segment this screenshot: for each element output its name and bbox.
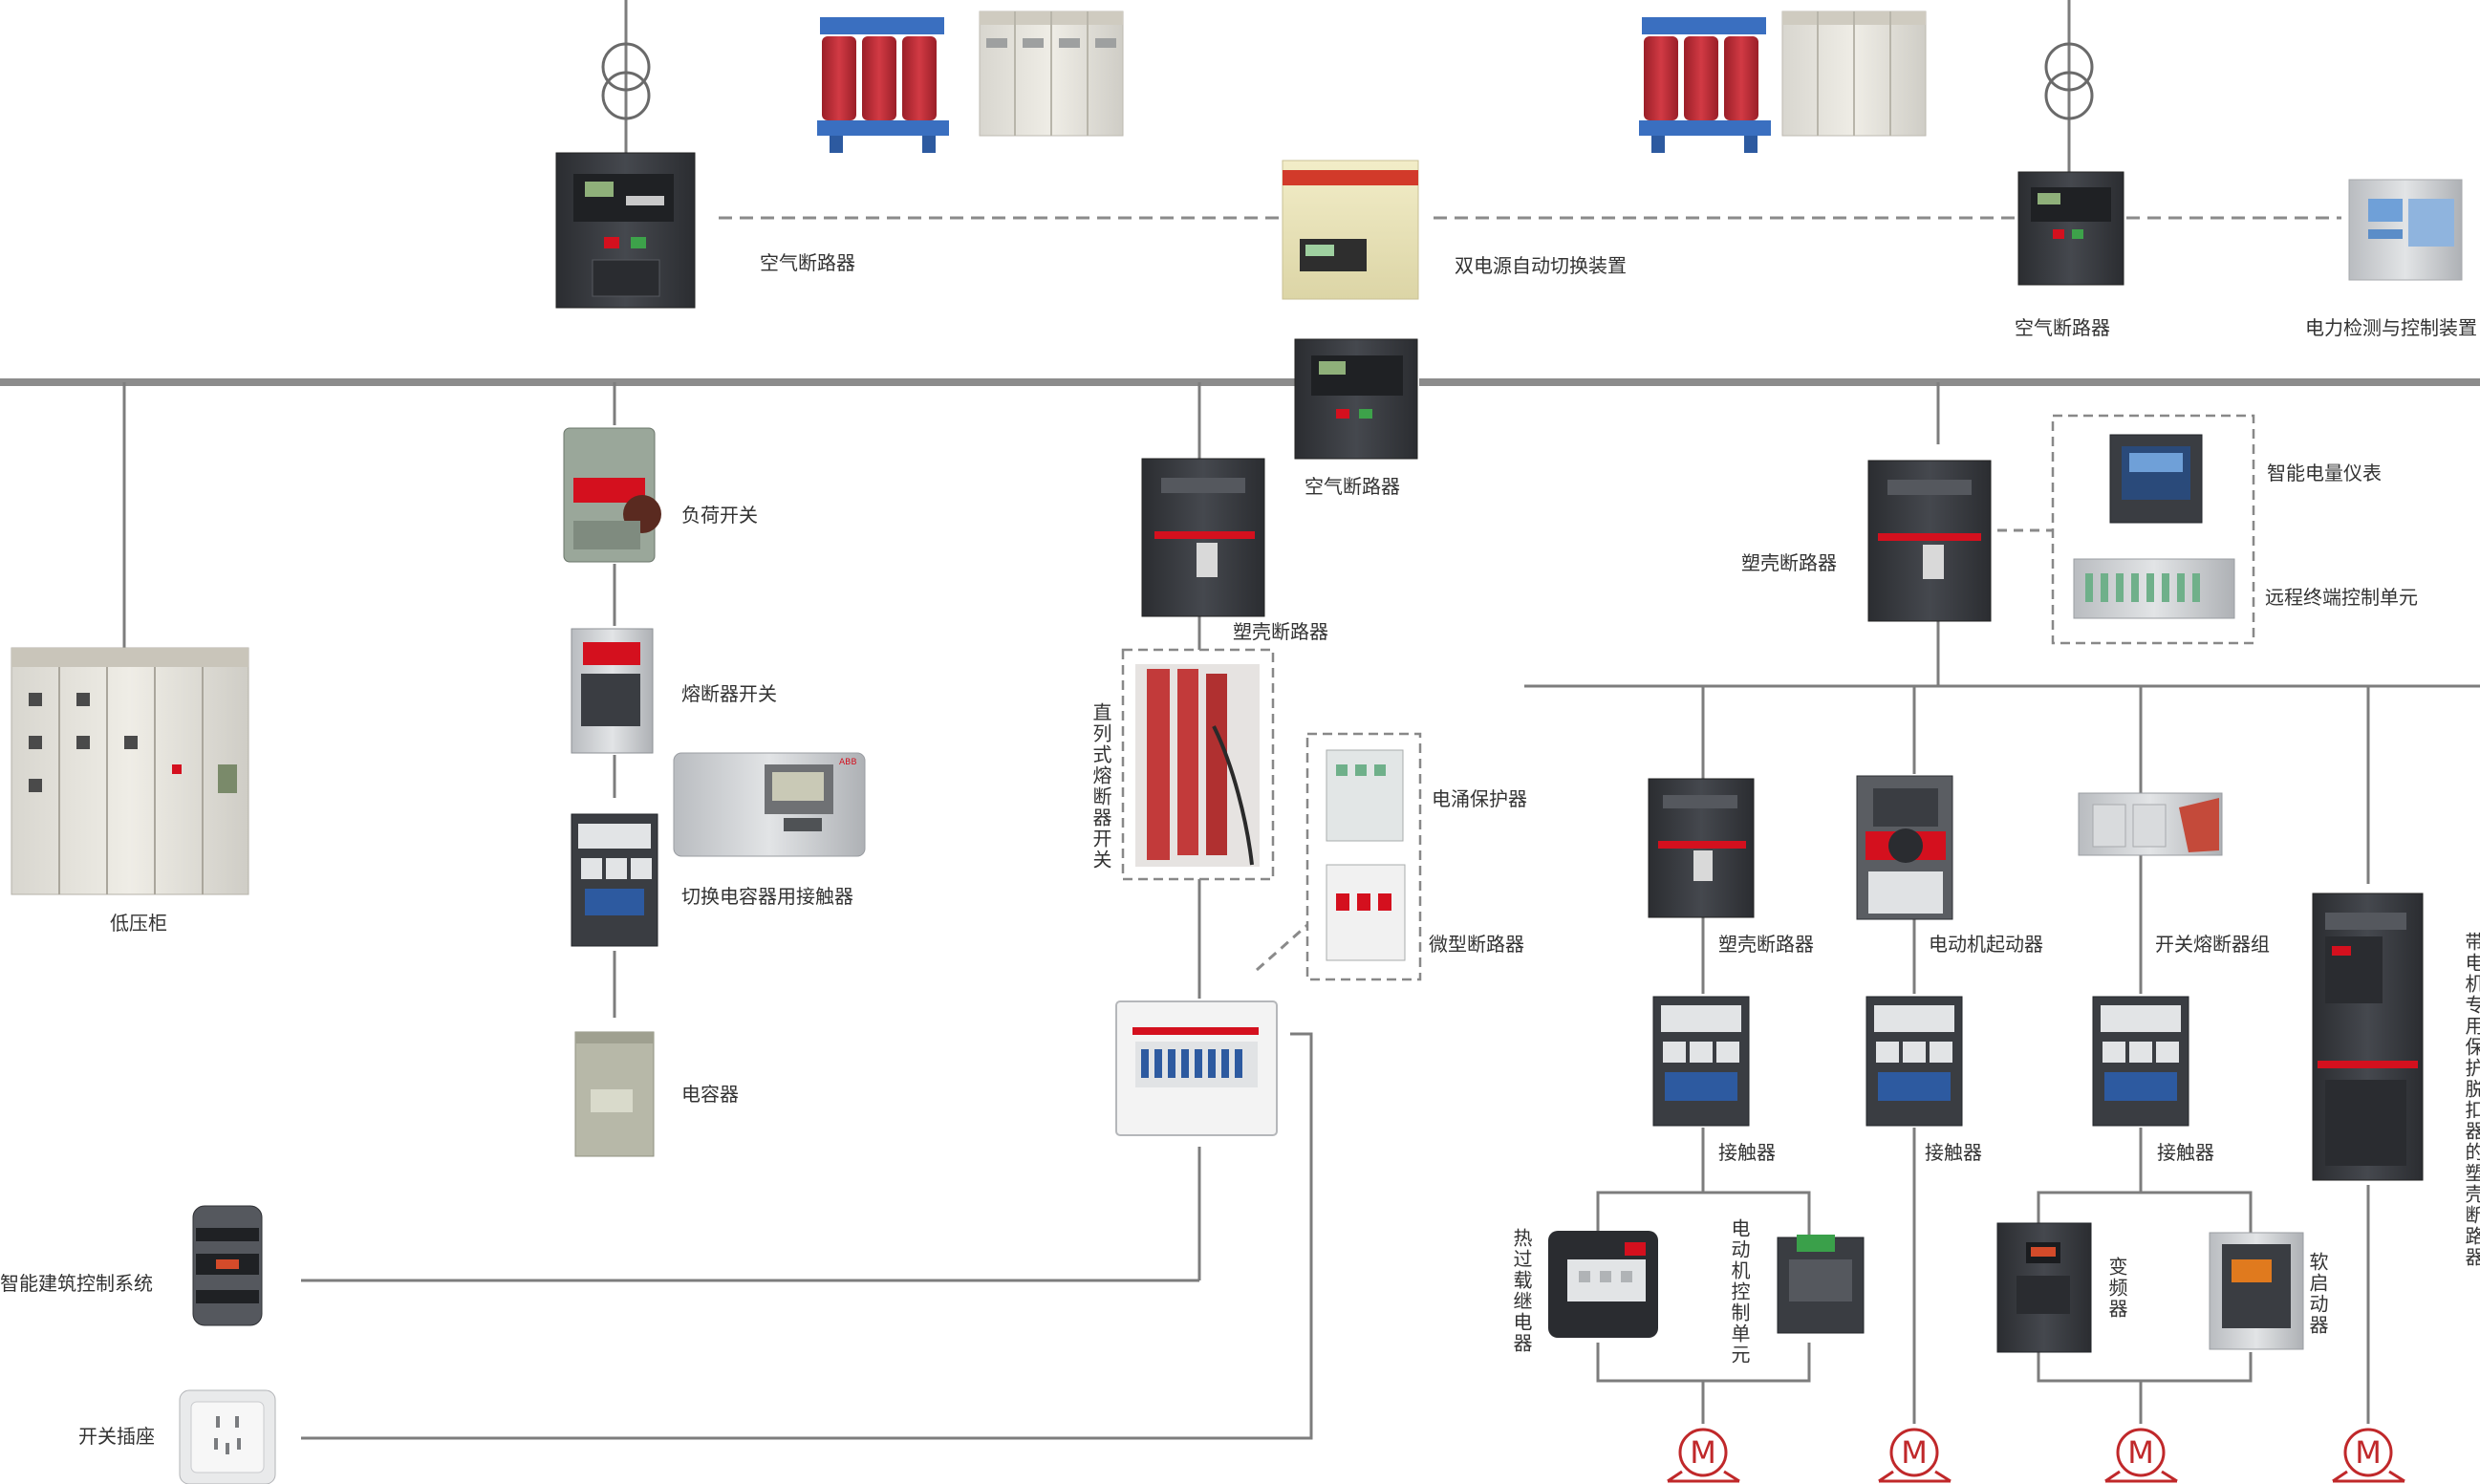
thermal-relay	[1548, 1231, 1658, 1338]
label-inline-fuse: 直列式熔断器开关	[1089, 702, 1112, 871]
motor-1-label: M	[1690, 1434, 1716, 1471]
label-motor-starter: 电动机起动器	[1929, 933, 2043, 956]
label-motor-control-unit: 电动机控制单元	[1728, 1218, 1751, 1366]
distribution-box	[1115, 1000, 1278, 1136]
switch-fuse-group	[2078, 792, 2223, 856]
svg-text:ABB: ABB	[839, 758, 857, 767]
label-spd: 电涌保护器	[1432, 787, 1527, 810]
label-lv-cabinet: 低压柜	[110, 912, 167, 935]
dry-transformer-left	[817, 17, 949, 153]
contactor-3	[2092, 996, 2189, 1127]
capacitor	[574, 1031, 655, 1157]
capacitor-contactor	[571, 813, 658, 947]
wall-socket	[179, 1389, 276, 1484]
label-capacitor: 电容器	[681, 1083, 739, 1106]
lv-cabinet	[11, 647, 249, 895]
contactor-2	[1865, 996, 1963, 1127]
label-mccb-center: 塑壳断路器	[1233, 620, 1328, 643]
motor-symbol-icon	[1878, 1428, 1952, 1483]
label-acb-center: 空气断路器	[1305, 475, 1400, 498]
acb-center	[1294, 338, 1418, 460]
label-contactor-3: 接触器	[2157, 1141, 2214, 1164]
fuse-switch	[571, 628, 654, 754]
acb-left	[555, 152, 696, 309]
label-socket: 开关插座	[78, 1425, 155, 1448]
mv-switchgear-left	[979, 11, 1124, 137]
motor-symbol-icon	[2332, 1428, 2405, 1483]
labels-horizontal: 空气断路器 双电源自动切换装置 空气断路器 电力检测与控制装置 空气断路器 负荷…	[0, 251, 2477, 1448]
label-fuse-switch: 熔断器开关	[681, 682, 777, 705]
acb-right	[2017, 171, 2124, 286]
label-ats: 双电源自动切换装置	[1455, 254, 1627, 277]
label-contactor-2: 接触器	[1925, 1141, 1982, 1164]
label-thermal-relay: 热过载继电器	[1510, 1228, 1533, 1354]
mccb-right	[1867, 460, 1992, 622]
motor-control-unit	[1777, 1235, 1865, 1334]
label-rtu: 远程终端控制单元	[2265, 586, 2418, 609]
motor-4-label: M	[2355, 1434, 2382, 1471]
label-contactor-1: 接触器	[1718, 1141, 1776, 1164]
contactor-1	[1652, 996, 1750, 1127]
mccb-branch	[1648, 778, 1755, 918]
label-acb-left: 空气断路器	[760, 251, 855, 274]
wiring	[0, 0, 2480, 1440]
label-motor-mccb: 带电机专用保护脱扣器的塑壳断路器	[2462, 932, 2480, 1268]
label-power-monitor: 电力检测与控制装置	[2305, 316, 2477, 339]
transformer-symbol-icon	[2044, 42, 2094, 120]
spd-mcb-box	[1305, 732, 1422, 981]
transformer-symbol-icon	[601, 42, 651, 120]
motor-starter	[1856, 775, 1953, 920]
meters-box	[2051, 414, 2255, 645]
building-control-device	[192, 1205, 263, 1326]
vfd-unit	[1996, 1222, 2092, 1353]
label-switch-fuse-group: 开关熔断器组	[2155, 933, 2270, 956]
label-building-control: 智能建筑控制系统	[0, 1272, 153, 1295]
label-acb-right: 空气断路器	[2015, 316, 2110, 339]
label-load-switch: 负荷开关	[681, 504, 758, 527]
label-cap-contactor: 切换电容器用接触器	[681, 885, 853, 908]
labels-vertical: 直列式熔断器开关 带电机专用保护脱扣器的塑壳断路器 热过载继电器 电动机控制单元…	[1089, 702, 2480, 1366]
label-vfd: 变频器	[2105, 1257, 2128, 1320]
inline-fuse-box	[1121, 648, 1275, 881]
dry-transformer-right	[1639, 17, 1771, 153]
motor-2-label: M	[1901, 1434, 1928, 1471]
motor-symbol-icon	[2104, 1428, 2178, 1483]
ats-unit	[1282, 160, 1419, 300]
load-switch	[563, 427, 661, 563]
mv-switchgear-right	[1781, 11, 1927, 137]
motor-3-label: M	[2127, 1434, 2154, 1471]
label-soft-starter: 软启动器	[2306, 1252, 2329, 1336]
label-mccb-right: 塑壳断路器	[1741, 551, 1837, 574]
mccb-center	[1141, 458, 1265, 617]
label-mccb-branch: 塑壳断路器	[1718, 933, 1814, 956]
soft-starter	[2209, 1232, 2304, 1350]
power-monitor-device	[2348, 179, 2463, 281]
motor-mccb	[2312, 893, 2424, 1181]
motor-symbol-icon	[1667, 1428, 1740, 1483]
label-smart-meter: 智能电量仪表	[2267, 462, 2382, 484]
capacitor-controller: ABB	[673, 752, 866, 857]
label-mcb: 微型断路器	[1429, 933, 1524, 956]
